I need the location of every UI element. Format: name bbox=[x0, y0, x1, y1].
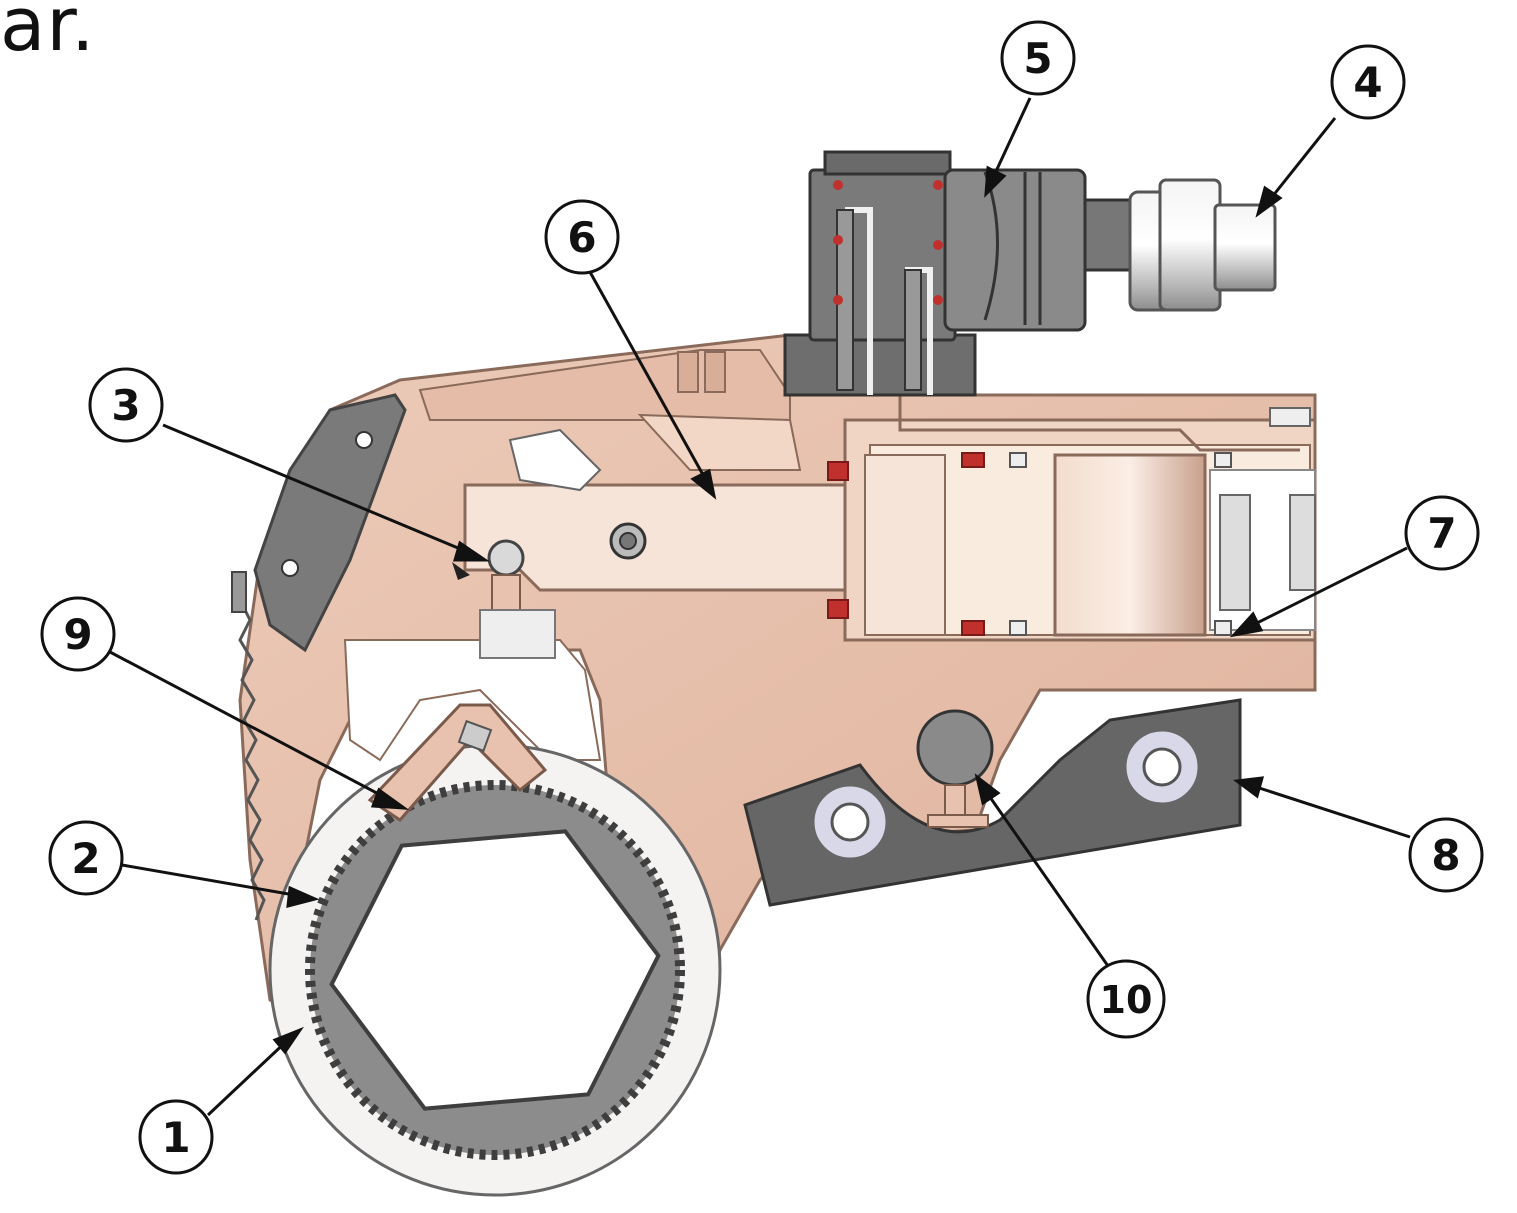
pawl bbox=[367, 703, 548, 822]
callout-3: 3 bbox=[88, 367, 164, 443]
callout-label-7: 7 bbox=[1427, 509, 1456, 558]
hydraulic-cylinder bbox=[827, 395, 1317, 642]
callout-2: 2 bbox=[48, 820, 124, 896]
piston-rod bbox=[452, 428, 952, 659]
heading-fragment: ar. bbox=[0, 0, 96, 68]
callout-1: 1 bbox=[138, 1099, 214, 1175]
swivel-coupler bbox=[1083, 178, 1277, 312]
callout-9: 9 bbox=[40, 596, 116, 672]
leader-lines bbox=[109, 97, 1411, 1117]
hydraulic-manifold bbox=[783, 150, 1087, 397]
callout-label-2: 2 bbox=[71, 834, 100, 883]
callout-label-10: 10 bbox=[1100, 978, 1153, 1022]
reaction-plate bbox=[743, 698, 1242, 907]
callout-label-5: 5 bbox=[1023, 34, 1052, 83]
callout-label-3: 3 bbox=[111, 381, 140, 430]
callout-8: 8 bbox=[1408, 817, 1484, 893]
callout-label-6: 6 bbox=[567, 213, 596, 262]
callout-label-9: 9 bbox=[63, 610, 92, 659]
ratchet-assembly bbox=[268, 703, 722, 1197]
hex-socket bbox=[329, 829, 661, 1111]
piston bbox=[1053, 453, 1207, 637]
housing-inner-cavity bbox=[343, 639, 602, 762]
callout-7: 7 bbox=[1404, 495, 1480, 571]
callout-label-8: 8 bbox=[1431, 831, 1460, 880]
side-plate-left bbox=[231, 393, 407, 921]
callout-6: 6 bbox=[544, 199, 620, 275]
retention-plunger bbox=[916, 709, 994, 828]
callout-10: 10 bbox=[1086, 959, 1166, 1039]
pivot-pin bbox=[487, 539, 525, 577]
callout-5: 5 bbox=[1000, 20, 1076, 96]
callout-4: 4 bbox=[1330, 44, 1406, 120]
callout-label-1: 1 bbox=[161, 1113, 190, 1162]
callout-label-4: 4 bbox=[1353, 58, 1382, 107]
